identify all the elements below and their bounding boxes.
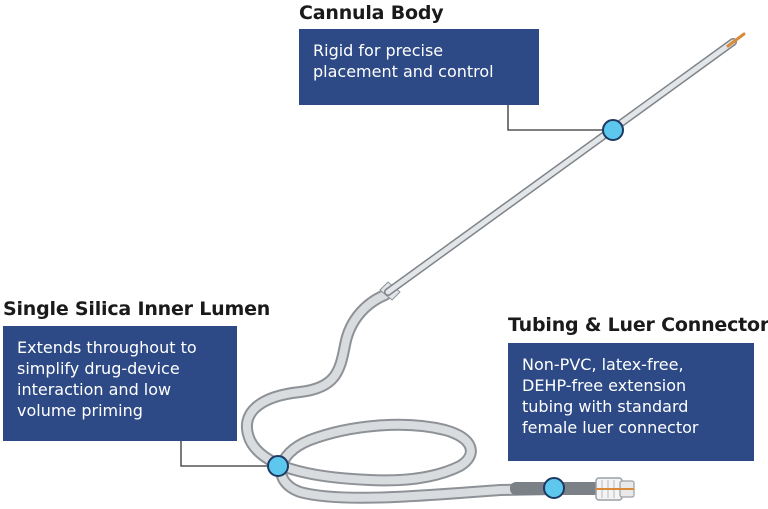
inner-lumen-marker bbox=[267, 455, 289, 477]
inner-lumen-line-3: interaction and low bbox=[17, 380, 172, 399]
tubing-connector-line-4: female luer connector bbox=[522, 418, 699, 437]
cannula-body-heading: Cannula Body bbox=[299, 2, 444, 24]
inner-lumen-heading: Single Silica Inner Lumen bbox=[3, 298, 271, 320]
cannula-body-marker bbox=[602, 119, 624, 141]
tubing-connector-description-box: Non-PVC, latex-free, DEHP-free extension… bbox=[508, 343, 754, 461]
inner-lumen-line-2: simplify drug-device bbox=[17, 359, 180, 378]
inner-lumen-leader-line bbox=[180, 441, 268, 467]
cannula-body-description-box: Rigid for precise placement and control bbox=[299, 29, 539, 105]
extension-tubing-coil-highlight bbox=[242, 291, 616, 502]
tubing-connector-line-2: DEHP-free extension bbox=[522, 376, 687, 395]
inner-lumen-line-4: volume priming bbox=[17, 401, 143, 420]
tubing-connector-line-3: tubing with standard bbox=[522, 397, 689, 416]
luer-connector bbox=[595, 477, 635, 501]
cannula-body-line-1: Rigid for precise bbox=[313, 41, 444, 60]
tubing-connector-heading: Tubing & Luer Connector bbox=[508, 314, 768, 336]
cannula-shaft bbox=[385, 39, 736, 295]
cannula-body-line-2: placement and control bbox=[313, 62, 494, 81]
tubing-connector-marker bbox=[543, 477, 565, 499]
cannula-tip bbox=[726, 32, 746, 48]
inner-lumen-description-box: Extends throughout to simplify drug-devi… bbox=[3, 326, 237, 441]
cannula-body-leader-line bbox=[507, 105, 603, 131]
tubing-connector-line-1: Non-PVC, latex-free, bbox=[522, 355, 684, 374]
inner-lumen-line-1: Extends throughout to bbox=[17, 338, 197, 357]
